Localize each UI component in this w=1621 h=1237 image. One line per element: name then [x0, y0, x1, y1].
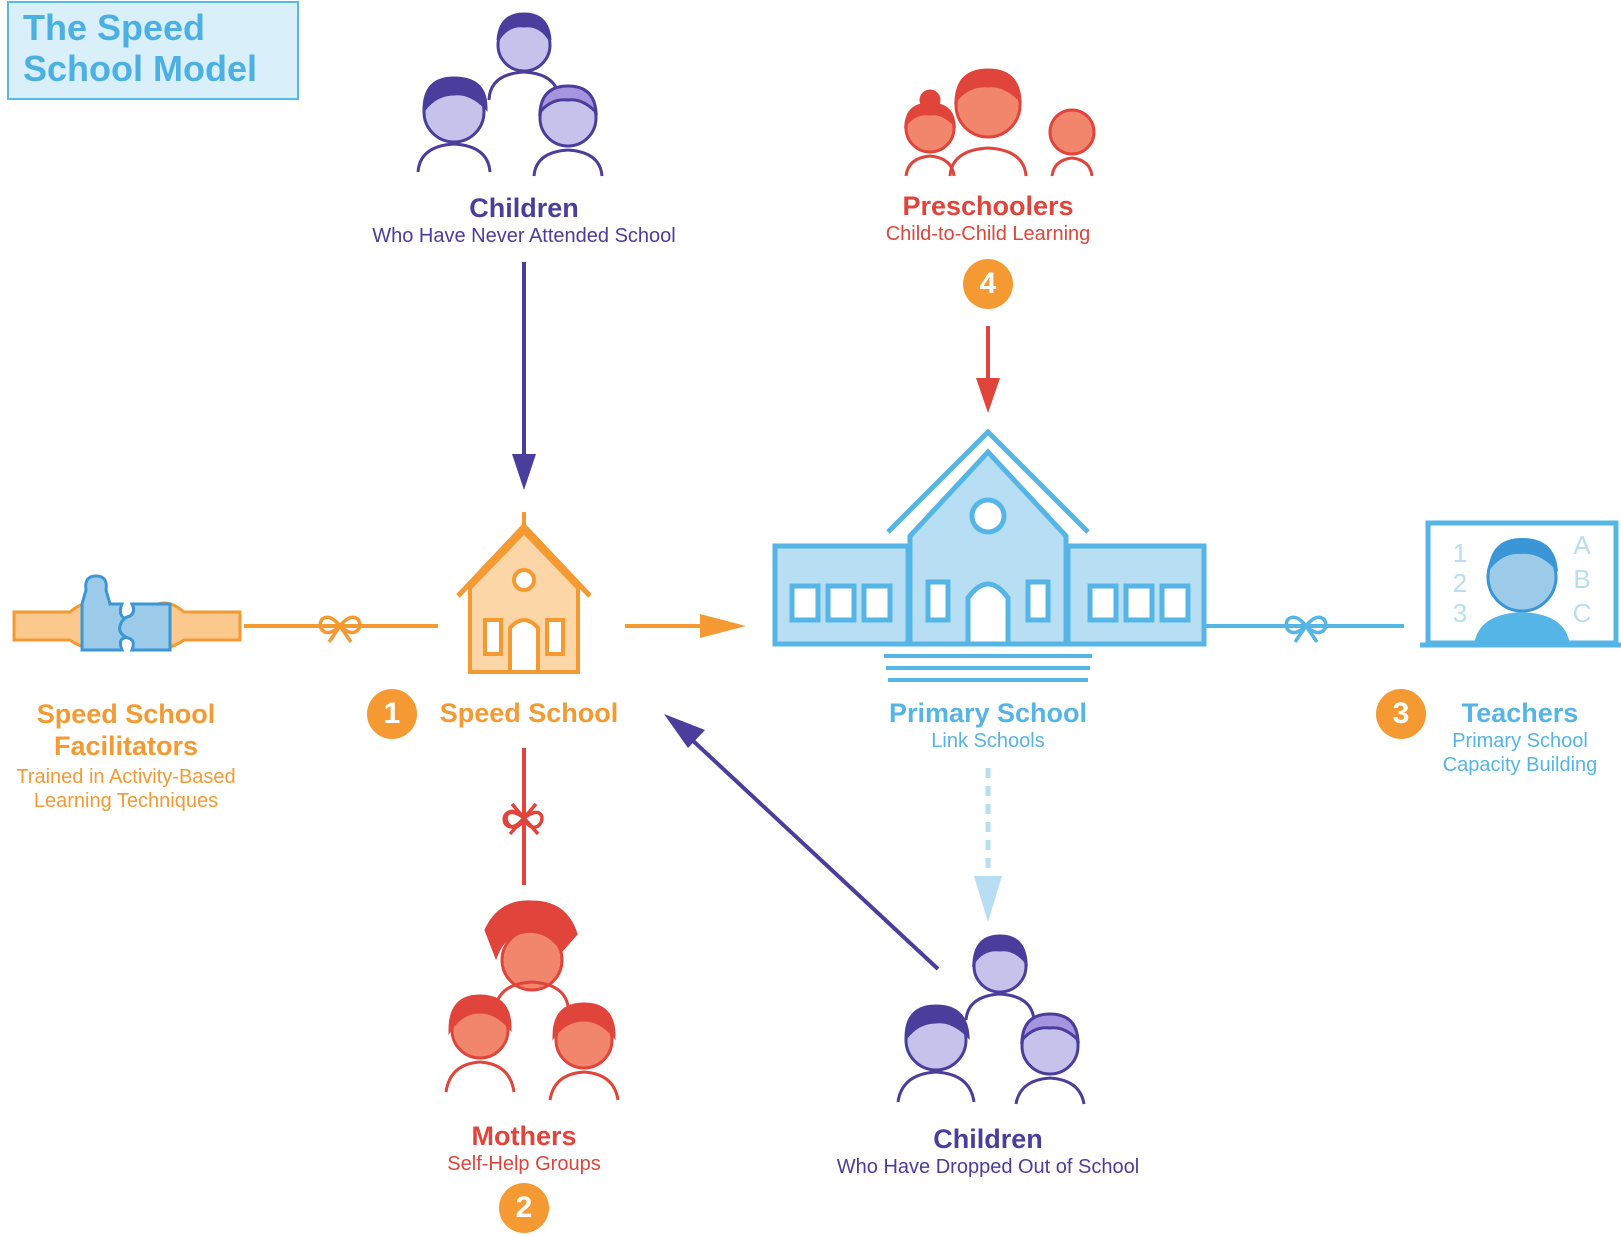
board-letter-b: B: [1573, 564, 1590, 594]
bow-knot-icon: [1284, 615, 1328, 643]
teachers-label: Teachers Primary School Capacity Buildin…: [1420, 697, 1620, 777]
board-digit-3: 3: [1453, 598, 1467, 628]
board-digit-1: 1: [1453, 538, 1467, 568]
arrow-speed-school-to-primary: [625, 614, 746, 638]
preschoolers-label: Preschoolers Child-to-Child Learning: [788, 190, 1188, 246]
primary-school-subtitle: Link Schools: [931, 730, 1045, 753]
arrow-preschoolers-to-primary: [976, 326, 1000, 413]
diagram-title-box: The Speed School Model: [7, 1, 299, 100]
children-dropped-title: Children: [933, 1124, 1043, 1154]
bow-knot-icon: [318, 615, 362, 643]
teachers-subtitle-line-1: Primary School: [1452, 730, 1588, 753]
preschoolers-group-icon: [904, 68, 1096, 177]
board-digit-2: 2: [1453, 568, 1467, 598]
facilitators-label: Speed School Facilitators Trained in Act…: [0, 698, 252, 813]
badge-4: 4: [963, 259, 1013, 309]
preschoolers-title: Preschoolers: [902, 191, 1074, 221]
children-never-label: Children Who Have Never Attended School: [324, 192, 724, 248]
diagram-title-line-2: School Model: [23, 48, 257, 90]
mothers-title: Mothers: [471, 1121, 577, 1151]
dropped-out-children-group-icon: [896, 934, 1086, 1105]
badge-1: 1: [367, 689, 417, 739]
facilitators-title-line-1: Speed School: [36, 699, 216, 729]
teachers-title: Teachers: [1461, 698, 1579, 728]
speed-school-house-icon: [456, 512, 592, 674]
badge-3: 3: [1376, 689, 1426, 739]
bow-knot-icon: [502, 802, 544, 836]
mothers-group-icon: [444, 900, 620, 1101]
facilitators-subtitle-line-2: Learning Techniques: [33, 789, 219, 812]
puzzle-handshake-icon: [12, 574, 242, 652]
children-never-title: Children: [469, 193, 579, 223]
primary-school-label: Primary School Link Schools: [828, 697, 1148, 753]
speed-school-title: Speed School: [439, 698, 619, 728]
children-group-icon: [416, 12, 604, 177]
children-never-subtitle: Who Have Never Attended School: [372, 225, 676, 248]
children-dropped-label: Children Who Have Dropped Out of School: [788, 1123, 1188, 1179]
mothers-label: Mothers Self-Help Groups: [374, 1120, 674, 1176]
children-dropped-subtitle: Who Have Dropped Out of School: [836, 1156, 1140, 1179]
preschoolers-subtitle: Child-to-Child Learning: [885, 223, 1091, 246]
arrow-dropped-to-speed-school: [664, 714, 940, 971]
arrow-children-to-speed-school: [512, 262, 536, 490]
badge-2: 2: [499, 1183, 549, 1233]
facilitators-title-line-2: Facilitators: [53, 731, 199, 762]
diagram-title-line-1: The Speed: [23, 7, 206, 48]
facilitators-subtitle-line-1: Trained in Activity-Based: [16, 765, 236, 788]
primary-school-building-icon: [772, 428, 1207, 682]
primary-school-title: Primary School: [888, 698, 1088, 728]
teachers-subtitle-line-2: Capacity Building: [1442, 754, 1598, 777]
arrow-primary-to-dropped: [974, 768, 1002, 922]
mothers-subtitle: Self-Help Groups: [447, 1153, 601, 1176]
board-letter-a: A: [1573, 530, 1591, 560]
board-letter-c: C: [1573, 598, 1592, 628]
teacher-board-icon: 1 2 3 A B C: [1420, 520, 1621, 648]
